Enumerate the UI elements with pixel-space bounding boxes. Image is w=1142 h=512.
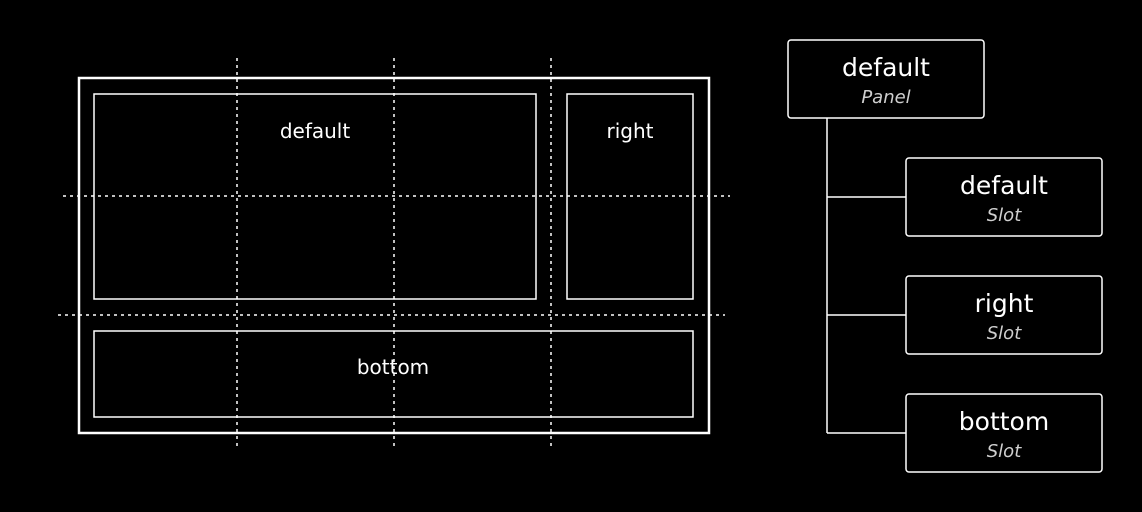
tree-node-right-type: Slot	[987, 323, 1022, 344]
tree-node-bottom: bottom Slot	[905, 393, 1103, 473]
panel-layout: default right bottom	[58, 58, 730, 450]
tree-node-default-title: default	[960, 171, 1048, 200]
tree-connectors	[826, 118, 906, 434]
tree-node-root-type: Panel	[861, 87, 910, 108]
tree-node-root: default Panel	[787, 39, 985, 119]
default-slot-label: default	[280, 119, 351, 143]
tree-node-right-title: right	[975, 289, 1034, 318]
tree-node-right: right Slot	[905, 275, 1103, 355]
tree-node-default-type: Slot	[987, 205, 1022, 226]
tree-node-default: default Slot	[905, 157, 1103, 237]
bottom-slot-label: bottom	[357, 355, 429, 379]
right-slot-label: right	[607, 119, 654, 143]
tree-node-bottom-type: Slot	[987, 441, 1022, 462]
tree-node-root-box	[787, 39, 985, 119]
tree-node-right-box	[905, 275, 1103, 355]
panel-outer-frame	[77, 76, 711, 435]
component-tree: default Panel default Slot right Slot bo…	[787, 39, 1103, 473]
tree-node-bottom-box	[905, 393, 1103, 473]
tree-node-bottom-title: bottom	[959, 407, 1049, 436]
grid-guides	[58, 58, 730, 450]
tree-node-default-box	[905, 157, 1103, 237]
tree-node-root-title: default	[842, 53, 930, 82]
